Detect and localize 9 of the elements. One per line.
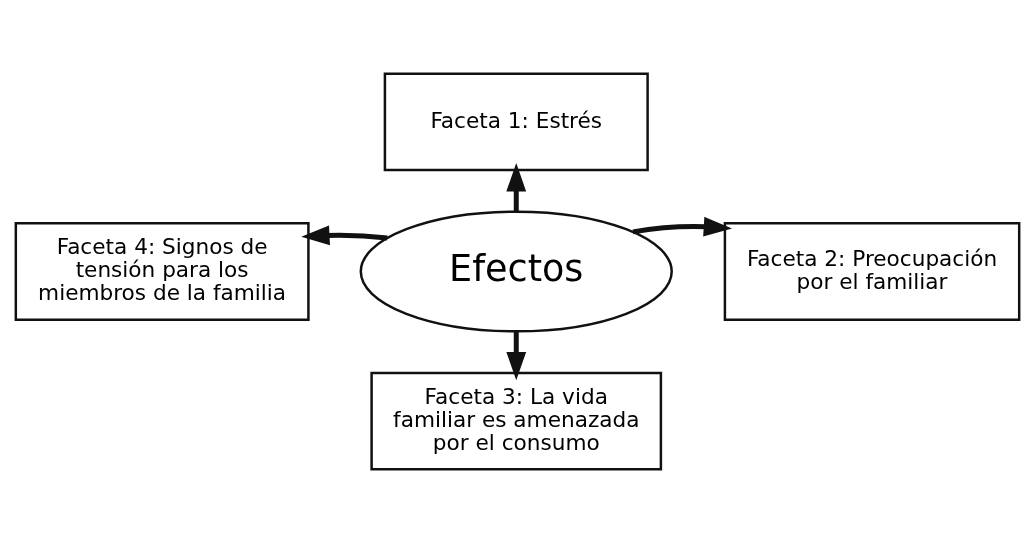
arrow bbox=[506, 331, 527, 381]
node-box: Faceta 3: La vida familiar es amenazada por el consumo bbox=[370, 371, 663, 471]
arrow bbox=[301, 225, 388, 246]
node-box: Faceta 1: Estrés bbox=[383, 72, 649, 172]
node-box: Faceta 2: Preocupación por el familiar bbox=[723, 222, 1021, 321]
arrow bbox=[632, 216, 733, 237]
arrow bbox=[506, 163, 527, 212]
node-box: Faceta 4: Signos de tensión para los miembros de la familia bbox=[14, 222, 310, 321]
node-ellipse: Efectos bbox=[359, 210, 673, 333]
